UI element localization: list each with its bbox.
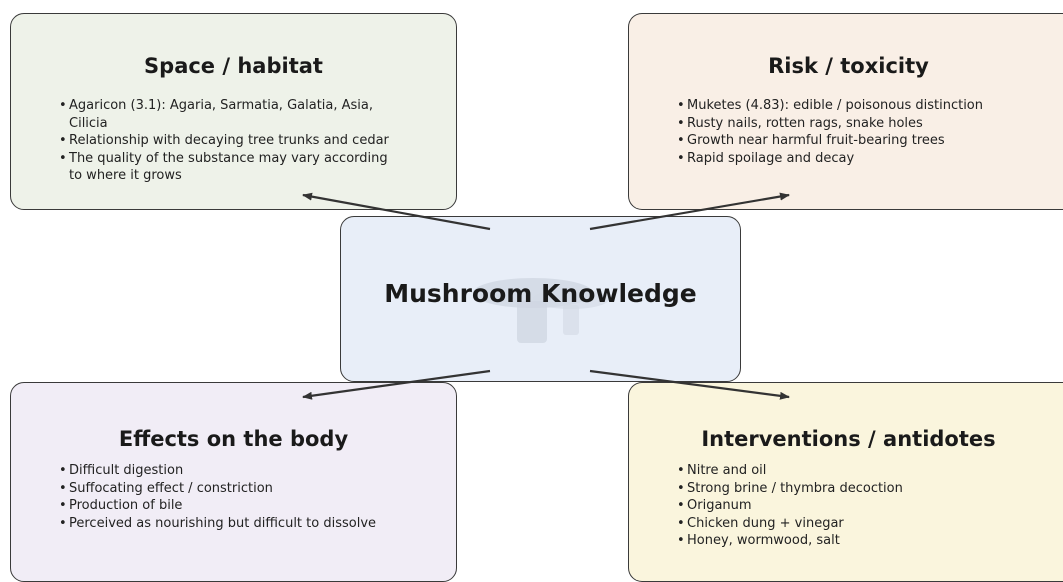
- list-item: Suffocating effect / constriction: [59, 480, 389, 498]
- mushroom-icon: [473, 278, 609, 343]
- list-item: Honey, wormwood, salt: [677, 532, 1063, 550]
- list-item: Chicken dung + vinegar: [677, 515, 1063, 533]
- list-item: Rapid spoilage and decay: [677, 150, 1063, 168]
- list-item: Strong brine / thymbra decoction: [677, 480, 1063, 498]
- center-box: Mushroom Knowledge: [340, 216, 741, 382]
- interventions-title: Interventions / antidotes: [701, 427, 996, 451]
- list-item: Rusty nails, rotten rags, snake holes: [677, 115, 1063, 133]
- habitat-box: Space / habitat Agaricon (3.1): Agaria, …: [10, 13, 457, 210]
- interventions-box: Interventions / antidotes Nitre and oil …: [628, 382, 1063, 582]
- list-item: Perceived as nourishing but difficult to…: [59, 515, 389, 533]
- list-item: Agaricon (3.1): Agaria, Sarmatia, Galati…: [59, 97, 389, 132]
- habitat-list: Agaricon (3.1): Agaria, Sarmatia, Galati…: [59, 97, 389, 185]
- risk-list: Muketes (4.83): edible / poisonous disti…: [677, 97, 1063, 167]
- center-title: Mushroom Knowledge: [384, 279, 697, 308]
- list-item: Origanum: [677, 497, 1063, 515]
- list-item: Muketes (4.83): edible / poisonous disti…: [677, 97, 1063, 115]
- effects-title: Effects on the body: [118, 427, 349, 451]
- list-item: Growth near harmful fruit-bearing trees: [677, 132, 1063, 150]
- interventions-list: Nitre and oil Strong brine / thymbra dec…: [677, 462, 1063, 550]
- risk-title: Risk / toxicity: [768, 54, 929, 78]
- list-item: Production of bile: [59, 497, 389, 515]
- list-item: Nitre and oil: [677, 462, 1063, 480]
- risk-box: Risk / toxicity Muketes (4.83): edible /…: [628, 13, 1063, 210]
- habitat-title: Space / habitat: [144, 54, 323, 78]
- effects-box: Effects on the body Difficult digestion …: [10, 382, 457, 582]
- effects-list: Difficult digestion Suffocating effect /…: [59, 462, 389, 532]
- list-item: Difficult digestion: [59, 462, 389, 480]
- list-item: Relationship with decaying tree trunks a…: [59, 132, 389, 150]
- list-item: The quality of the substance may vary ac…: [59, 150, 389, 185]
